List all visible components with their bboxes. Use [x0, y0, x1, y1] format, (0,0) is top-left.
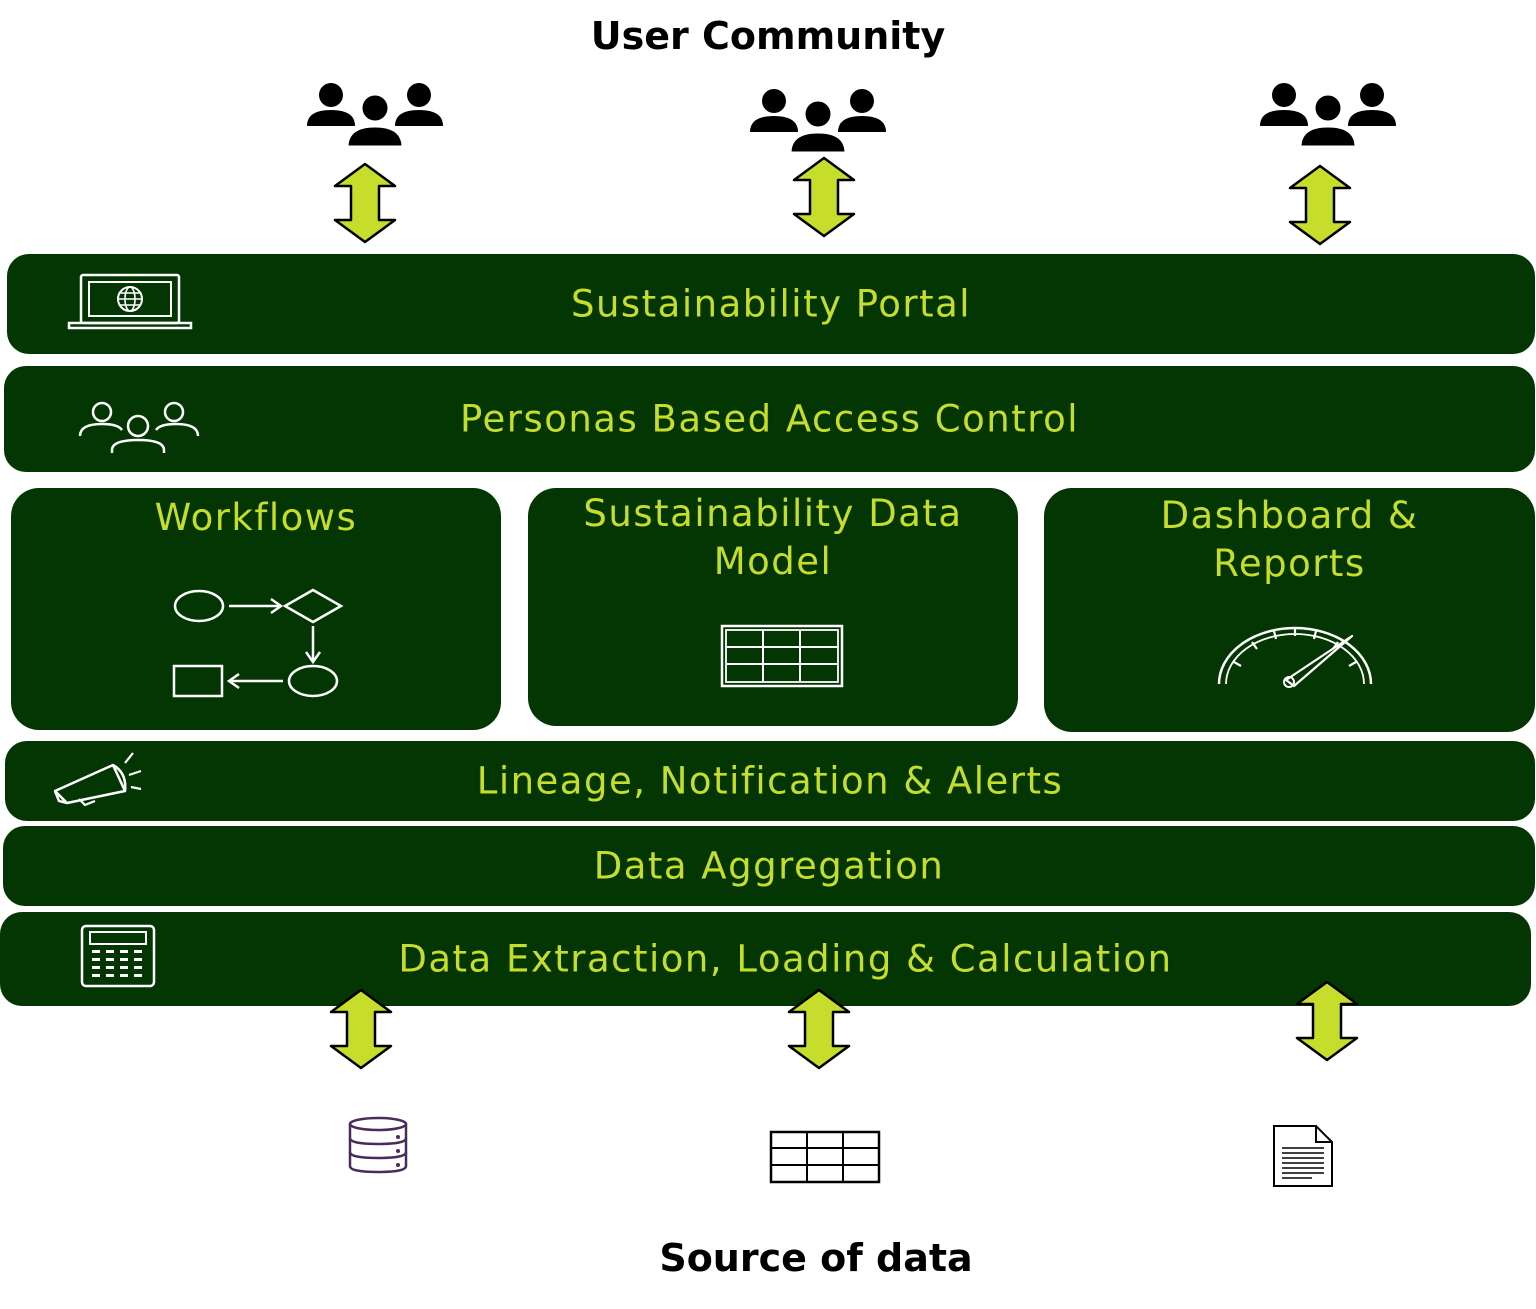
- source-of-data-heading: Source of data: [659, 1236, 973, 1280]
- double-arrow-icon: [787, 988, 851, 1070]
- user-group-icon: [750, 89, 886, 155]
- workflows-module: Workflows: [11, 488, 501, 730]
- gauge-icon: [1217, 626, 1373, 688]
- data-extraction-label: Data Extraction, Loading & Calculation: [398, 937, 1173, 981]
- user-group-icon: [1260, 83, 1396, 149]
- double-arrow-icon: [329, 988, 393, 1070]
- calculator-icon: [80, 924, 156, 988]
- workflows-label: Workflows: [154, 496, 358, 539]
- table-icon: [769, 1130, 881, 1184]
- sustainability-portal-label: Sustainability Portal: [570, 282, 972, 326]
- data-model-module: Sustainability Data Model: [528, 488, 1018, 726]
- data-aggregation-layer: Data Aggregation: [3, 826, 1535, 906]
- double-arrow-icon: [333, 162, 397, 244]
- data-extraction-layer: Data Extraction, Loading & Calculation: [0, 912, 1531, 1006]
- access-control-layer: Personas Based Access Control: [4, 366, 1535, 472]
- workflow-icon: [172, 588, 344, 698]
- data-aggregation-label: Data Aggregation: [593, 844, 945, 888]
- lineage-label: Lineage, Notification & Alerts: [476, 759, 1064, 803]
- double-arrow-icon: [792, 156, 856, 238]
- user-community-heading: User Community: [590, 14, 946, 58]
- laptop-globe-icon: [67, 273, 193, 330]
- dashboard-reports-label: Dashboard & Reports: [1160, 494, 1419, 585]
- double-arrow-icon: [1288, 164, 1352, 246]
- megaphone-icon: [53, 752, 142, 807]
- database-icon: [348, 1116, 408, 1174]
- table-grid-icon: [720, 624, 844, 688]
- data-model-label: Sustainability Data Model: [583, 492, 963, 583]
- document-icon: [1273, 1125, 1333, 1187]
- lineage-layer: Lineage, Notification & Alerts: [5, 741, 1535, 821]
- user-group-icon: [307, 83, 443, 149]
- sustainability-portal-layer: Sustainability Portal: [7, 254, 1535, 354]
- people-outline-icon: [78, 401, 200, 453]
- access-control-label: Personas Based Access Control: [459, 397, 1080, 441]
- dashboard-reports-module: Dashboard & Reports: [1044, 488, 1535, 732]
- double-arrow-icon: [1295, 980, 1359, 1062]
